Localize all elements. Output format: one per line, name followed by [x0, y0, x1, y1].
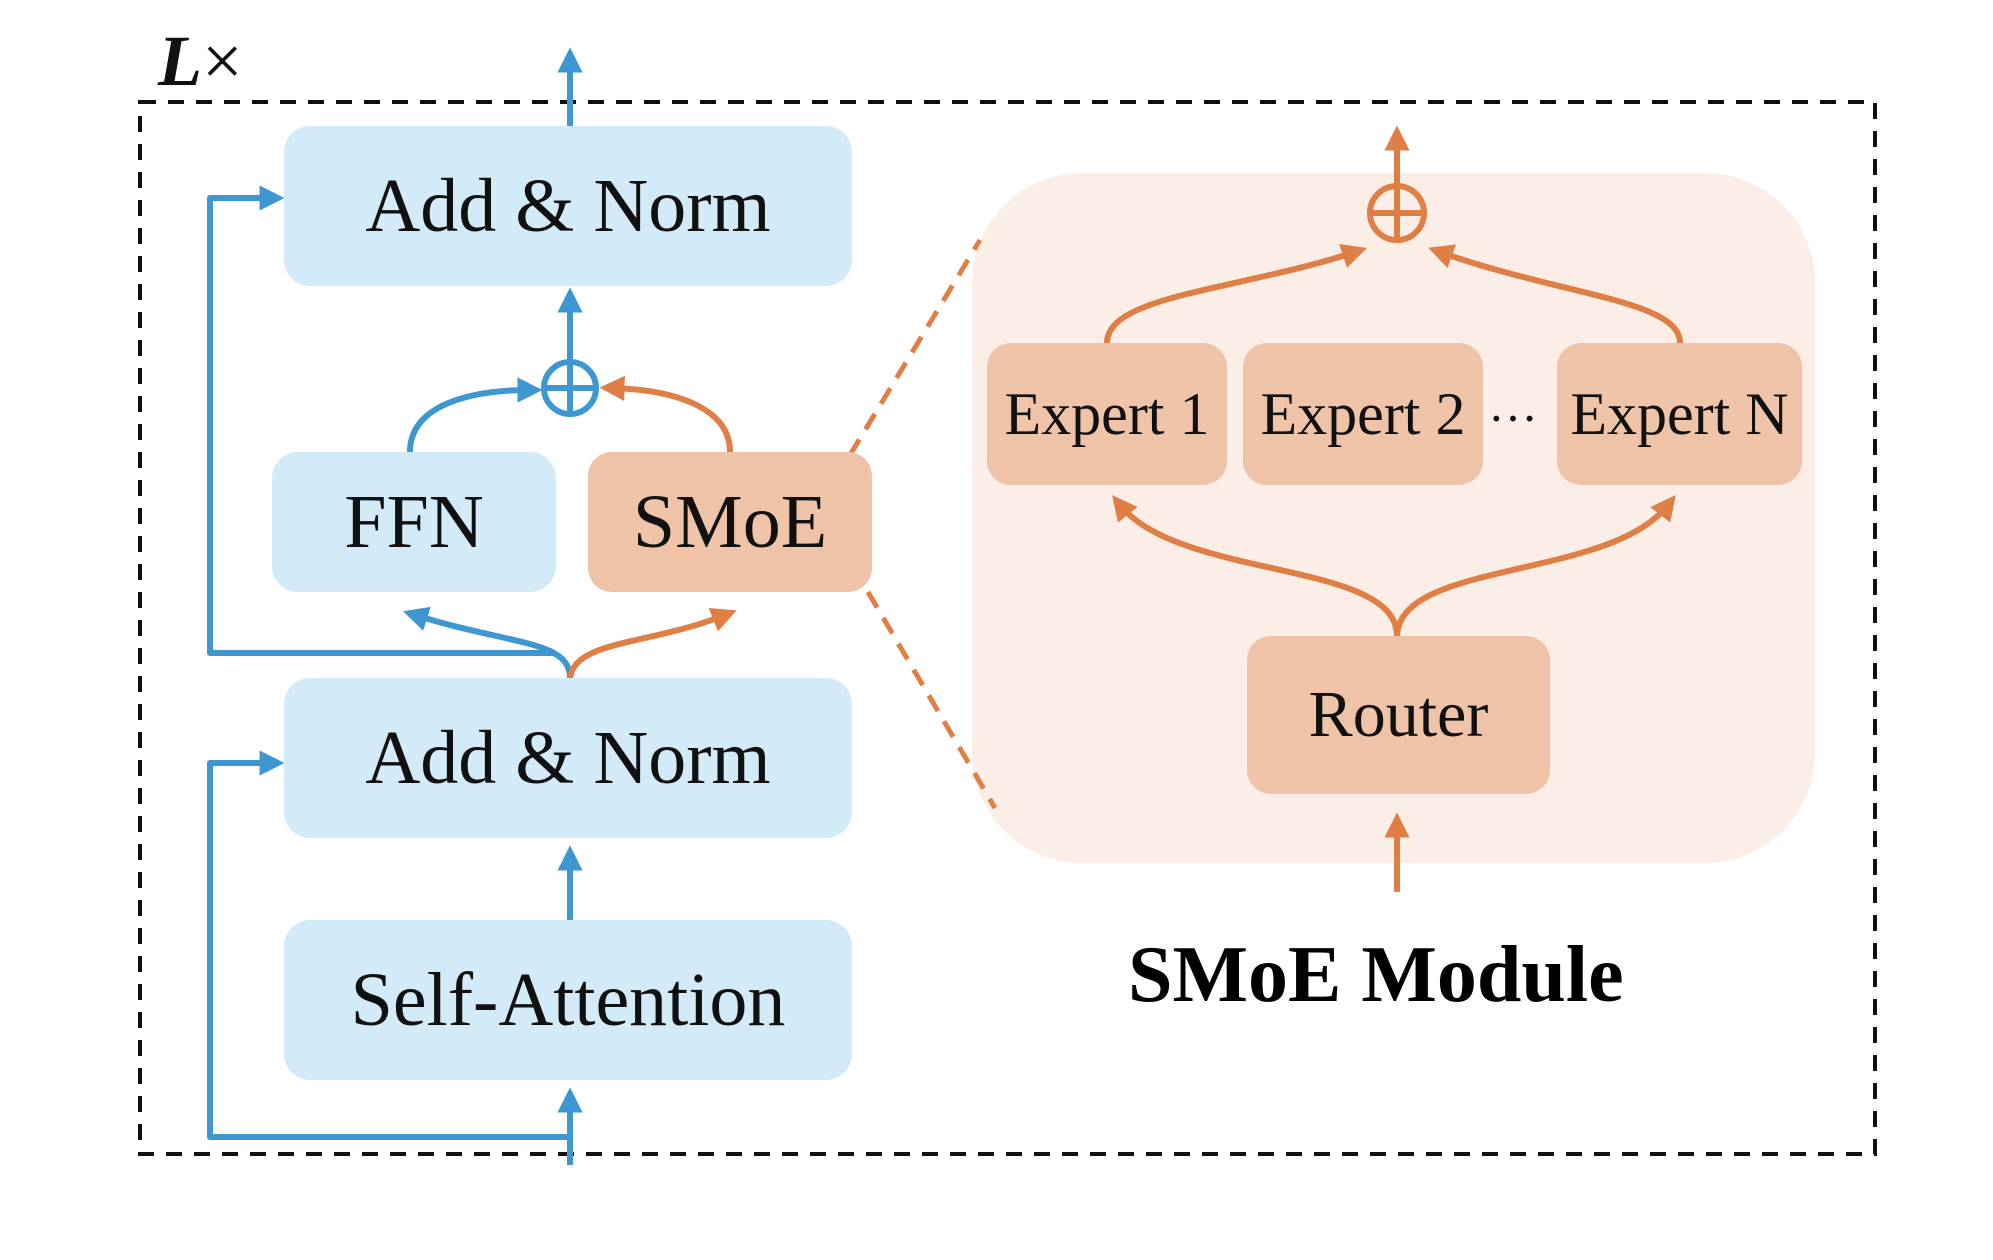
zoom-connector-bottom	[865, 590, 998, 810]
layer-repeat-label: L×	[158, 25, 243, 97]
smoe-module-title: SMoE Module	[1128, 931, 1624, 1019]
residual-bottom-arrow	[207, 750, 570, 1140]
addnorm-to-smoe-arrow	[567, 607, 737, 679]
ffn-block: FFN	[272, 452, 556, 592]
times-symbol: ×	[201, 21, 243, 101]
add-norm-bottom-block: Add & Norm	[284, 678, 852, 838]
residual-top-arrow	[207, 185, 555, 656]
layer-symbol: L	[158, 21, 202, 101]
experts-ellipsis: ···	[1488, 390, 1538, 446]
expert-1-block: Expert 1	[987, 343, 1227, 485]
expertN-to-sum-arrow	[1428, 244, 1683, 344]
router-to-expertN-arrow	[1394, 495, 1676, 637]
router-to-expert1-arrow	[1112, 495, 1400, 637]
smoe-block: SMoE	[588, 452, 872, 592]
layer-dashed-border	[138, 100, 1877, 1156]
smoe-to-sum-arrow	[599, 375, 733, 453]
expert1-to-sum-arrow	[1104, 243, 1367, 344]
expert-n-block: Expert N	[1557, 343, 1802, 485]
self-attention-block: Self-Attention	[284, 920, 852, 1080]
router-block: Router	[1247, 636, 1550, 794]
add-norm-top-block: Add & Norm	[284, 126, 852, 286]
ffn-to-sum-arrow	[407, 377, 543, 453]
addnorm-to-ffn-arrow	[402, 606, 573, 679]
expert-2-block: Expert 2	[1243, 343, 1483, 485]
zoom-connector-top	[847, 238, 983, 457]
